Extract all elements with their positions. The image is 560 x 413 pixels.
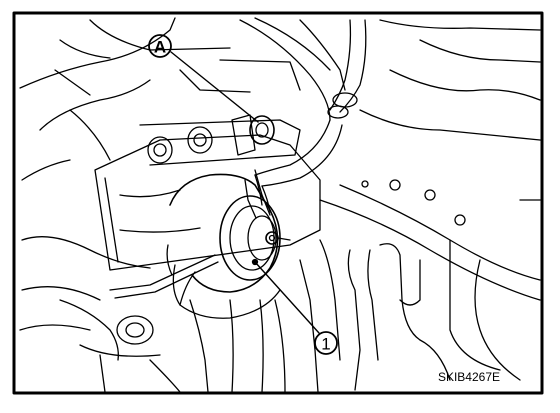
callout-a: A	[148, 34, 259, 123]
background-linework	[19, 17, 541, 393]
callout-1-label: 1	[321, 335, 330, 354]
horn-body	[109, 169, 291, 319]
callout-a-label: A	[154, 38, 166, 57]
callout-1: 1	[251, 258, 338, 355]
figure-border	[12, 11, 544, 395]
reference-code: SKIB4267E	[438, 370, 500, 384]
